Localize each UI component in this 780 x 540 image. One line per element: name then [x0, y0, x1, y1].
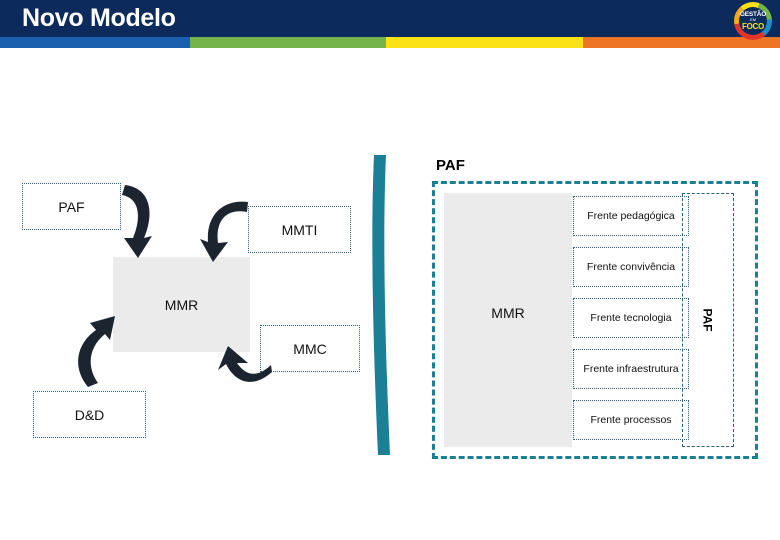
stripe-yellow [386, 37, 583, 48]
mmr-band [444, 193, 572, 447]
node-paf: PAF [22, 183, 121, 230]
stripe-green [190, 37, 386, 48]
paf-vertical-label: PAF [682, 193, 734, 447]
page-title: Novo Modelo [22, 4, 176, 32]
header-bar [0, 0, 780, 37]
header-color-stripes [0, 37, 780, 48]
gestao-em-foco-logo: GESTÃO EM FOCO [734, 2, 772, 40]
frente-processos: Frente processos [573, 400, 689, 440]
frente-pedagogica: Frente pedagógica [573, 196, 689, 236]
stripe-blue [0, 37, 190, 48]
frente-tecnologia: Frente tecnologia [573, 298, 689, 338]
logo-line-1: GESTÃO [739, 10, 767, 18]
paf-vertical-text: PAF [700, 308, 715, 332]
paf-outer-boundary [432, 181, 758, 459]
arrow-paf-to-mmr [122, 185, 152, 258]
node-mmti: MMTI [248, 206, 351, 253]
logo-core: GESTÃO EM FOCO [739, 7, 767, 35]
mmr-band-label: MMR [491, 305, 525, 321]
logo-line-2: EM [750, 16, 756, 22]
node-mmr-center: MMR [113, 257, 250, 352]
node-dd: D&D [33, 391, 146, 438]
node-mmc: MMC [260, 325, 360, 372]
right-diagram-title: PAF [436, 157, 465, 174]
arrow-mmti-to-mmr [200, 201, 248, 262]
teal-curved-bar [372, 155, 390, 455]
logo-line-3: FOCO [742, 22, 764, 32]
paf-inner-column [682, 193, 734, 447]
arrow-dd-to-mmr [78, 316, 115, 387]
frente-convivencia: Frente convivência [573, 247, 689, 287]
frente-infraestrutura: Frente infraestrutura [573, 349, 689, 389]
stripe-orange [583, 37, 780, 48]
